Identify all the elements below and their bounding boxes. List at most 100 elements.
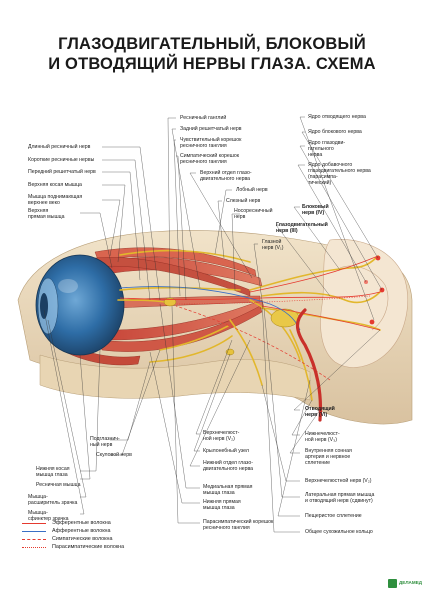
label-oculomotor-nucleus-line-2: гательного (308, 146, 334, 152)
label-nasociliary-line-2: нерв (234, 214, 246, 220)
label-superior-rectus-muscle: Верхняя прямая мышца (28, 208, 64, 220)
label-inferior-oblique-muscle: Нижняя косая мышца глаза (36, 466, 70, 478)
label-trochlear-nerve: Блоковый нерв (IV) (302, 204, 329, 216)
short-ciliary-nerves (117, 299, 166, 303)
label-sensory-root-line-2: ресничного ганглия (180, 143, 227, 149)
frontal-nerve (119, 249, 251, 263)
label-lateral-rectus-line-1: Латеральная прямая мышца (305, 492, 375, 498)
label-trochlear-line-1: Блоковый (302, 204, 329, 210)
afferent-fibers (119, 286, 301, 331)
label-inferior-rectus-line-1: Нижняя прямая (203, 499, 241, 505)
label-ophthalmic-nerve: Глазной нерв (V₁) (262, 239, 284, 251)
label-sensory-root: Чувствительный корешок ресничного гангли… (180, 137, 241, 149)
label-sphincter-pupillae: Мышца- сфинктер зрачка (28, 510, 69, 522)
mandibular-nerve (289, 329, 313, 401)
label-levator-line-1: Мышца поднимающая (28, 194, 83, 200)
infraorbital-nerve (149, 335, 233, 363)
label-infraorbital-line-2: ный нерв (90, 442, 113, 448)
label-inferior-oblique-line-1: Нижняя косая (36, 466, 70, 472)
label-maxillary-nerve-v2-right: Верхнечелюстной нерв (V₂) (305, 478, 372, 484)
poster-title: ГЛАЗОДВИГАТЕЛЬНЫЙ, БЛОКОВЫЙ И ОТВОДЯЩИЙ … (0, 34, 424, 74)
label-inferior-oblique-line-2: мышца глаза (36, 472, 68, 478)
label-ophthalmic-line-2: нерв (V₁) (262, 245, 284, 251)
leader-lines (43, 116, 383, 533)
label-dilator-line-1: Мышца- (28, 494, 48, 500)
label-sphincter-line-2: сфинктер зрачка (28, 516, 69, 522)
label-accessory-oculomotor-nucleus: Ядро добавочного глазодвигательного нерв… (308, 162, 371, 186)
label-medial-rectus-line-2: мышца глаза (203, 490, 235, 496)
label-lacrimal-nerve: Слезный нерв (226, 198, 261, 204)
trochlear-nerve (249, 255, 379, 291)
label-medial-rectus-line-1: Медиальная прямая (203, 484, 253, 490)
label-ciliary-muscle: Ресничная мышца (36, 482, 81, 488)
legend-afferent-swatch (22, 531, 46, 532)
label-sympathetic-root: Симпатический корешок ресничного ганглия (180, 153, 239, 165)
label-sympathetic-root-line-2: ресничного ганглия (180, 159, 227, 165)
label-parasympathetic-line-2: ресничного ганглия (203, 525, 250, 531)
label-oculomotor-nucleus: Ядро глазодви- гательного нерва (308, 140, 345, 158)
label-sympathetic-root-line-1: Симпатический корешок (180, 153, 240, 159)
oculomotor-nerve (261, 291, 381, 304)
legend-efferent-label: Эфферентные волокна (52, 520, 111, 526)
label-abducens-line-1: Отводящий (305, 406, 335, 412)
label-mandibular-nerve: Нижнечелюст- ной нерв (V₃) (305, 431, 340, 443)
label-sphincter-line-1: Мышца- (28, 510, 48, 516)
label-sensory-root-line-1: Чувствительный корешок (180, 137, 242, 143)
label-superior-division-line-1: Верхний отдел глазо- (200, 170, 252, 176)
label-nasociliary-nerve: Носоресничный нерв (234, 208, 273, 220)
label-posterior-ethmoidal-nerve: Задний решетчатый нерв (180, 126, 242, 132)
label-zygomatic-nerve: Скуловой нерв (96, 452, 132, 458)
label-inferior-division-line-1: Нижний отдел глазо- (203, 460, 253, 466)
zygomatic-nerve (159, 325, 229, 351)
label-carotid-line-2: артерия и нервное (305, 454, 351, 460)
efferent-fibers (119, 255, 381, 331)
label-anterior-ethmoidal-nerve: Передний решетчатый нерв (28, 169, 96, 175)
parasympathetic-fibers (175, 295, 371, 305)
label-oculomotor-nucleus-line-1: Ядро глазодви- (308, 140, 346, 146)
label-long-ciliary-nerve: Длинный ресничный нерв (28, 144, 91, 150)
label-lateral-rectus-muscle: Латеральная прямая мышца и отводящий нер… (305, 492, 374, 504)
label-infraorbital-line-1: Подглазнич- (90, 436, 120, 442)
nasociliary-nerve (119, 286, 241, 291)
label-accessory-line-2: глазодвигательного нерва (308, 168, 371, 174)
label-levator-line-2: верхнее веко (28, 200, 60, 206)
label-superior-division-line-2: двигательного нерва (200, 176, 251, 182)
label-common-tendinous-ring: Общее сухожильное кольцо (305, 529, 373, 535)
iris (40, 293, 48, 319)
label-oculomotor-inferior-division: Нижний отдел глазо- двигательного нерва (203, 460, 253, 472)
internal-carotid-artery (295, 308, 323, 422)
label-accessory-line-4: тический) (308, 180, 332, 186)
levator-muscle (94, 247, 257, 277)
label-trochlear-nucleus: Ядро блокового нерва (308, 129, 362, 135)
label-dilator-line-2: расширитель зрачка (28, 500, 78, 506)
label-parasympathetic-root: Парасимпатический корешок ресничного ган… (203, 519, 273, 531)
label-accessory-line-3: (парасимпа- (308, 174, 338, 180)
label-ophthalmic-line-1: Глазной (262, 239, 282, 245)
label-accessory-line-1: Ядро добавочного (308, 162, 353, 168)
legend-sympathetic-label: Симпатические волокна (52, 536, 113, 542)
label-mandibular-line-2: ной нерв (V₃) (305, 437, 337, 443)
label-oculomotor-nucleus-line-3: нерва (308, 152, 323, 158)
label-medial-rectus-muscle: Медиальная прямая мышца глаза (203, 484, 252, 496)
legend-afferent-label: Афферентные волокна (52, 528, 111, 534)
eye-highlight (58, 279, 78, 293)
label-frontal-nerve: Лобный нерв (236, 187, 268, 193)
label-abducens-nerve: Отводящий нерв (VI) (305, 406, 335, 418)
legend-efferent-swatch (22, 523, 46, 524)
label-pterygopalatine-ganglion: Крылонебный узел (203, 448, 249, 454)
maxillary-nerve (229, 319, 263, 386)
label-carotid-line-3: сплетение (305, 460, 330, 466)
legend-sympathetic-swatch (22, 539, 46, 540)
title-line-1: ГЛАЗОДВИГАТЕЛЬНЫЙ, БЛОКОВЫЙ (58, 35, 366, 53)
legend-parasympathetic-swatch (22, 547, 46, 548)
label-cavernous-plexus: Пещеристое сплетение (305, 513, 362, 519)
label-nasociliary-line-1: Носоресничный (234, 208, 273, 214)
label-maxillary-nerve-v2: Верхнечелюст- ной нерв (V₂) (203, 430, 239, 442)
label-abducens-nucleus: Ядро отводящего нерва (308, 114, 366, 120)
label-oculomotor-nerve: Глазодвигательный нерв (III) (276, 222, 328, 234)
sympathetic-fibers (175, 305, 331, 381)
label-inferior-rectus-muscle: Нижняя прямая мышца глаза (203, 499, 241, 511)
label-inferior-division-line-2: двигательного нерва (203, 466, 254, 472)
label-ciliary-ganglion: Ресничный ганглий (180, 115, 227, 121)
